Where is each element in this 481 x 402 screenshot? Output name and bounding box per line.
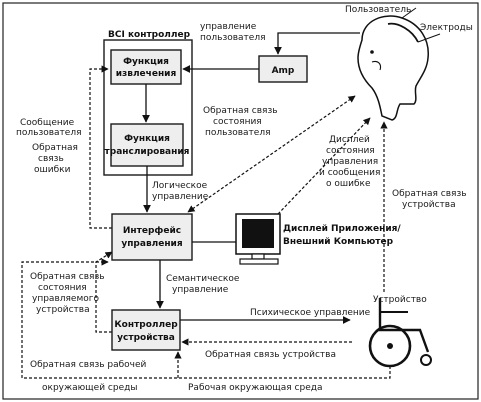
arrow-user-message: [89, 65, 112, 229]
device-label: Устройство: [373, 295, 427, 305]
user-state-fb-label-2: состояния: [213, 117, 262, 127]
arrow-managed-state-fb: [95, 251, 113, 333]
user-state-fb-label-3: пользователя: [205, 128, 271, 138]
interface-label-2: управления: [121, 239, 183, 249]
env-fb-label-2: окружающей среды: [42, 383, 137, 393]
logic-control-label-1: Логическое: [152, 181, 208, 191]
screen-label-2: Внешний Компьютер: [283, 237, 394, 247]
display-label-5: о ошибке: [326, 179, 371, 189]
display-label-2: состояния: [326, 146, 375, 156]
managed-state-fb-label-4: устройства: [36, 305, 90, 315]
translation-label-2: транслирования: [105, 147, 190, 157]
arrow-user-state-fb: [187, 95, 356, 213]
monitor-icon: [235, 213, 281, 265]
display-label-3: управления: [322, 157, 378, 167]
amp-box: [258, 55, 308, 83]
device-fb-right-label-1: Обратная связь: [392, 189, 467, 199]
semantic-control-label-2: управление: [172, 285, 229, 295]
error-fb-label-3: ошибки: [34, 165, 71, 175]
electrodes-label: Электроды: [420, 23, 473, 33]
user-label: Пользователь: [345, 5, 411, 15]
user-message-label-1: Сообщение: [20, 118, 75, 128]
device-controller-box: [111, 309, 181, 351]
error-fb-label-1: Обратная: [32, 143, 78, 153]
device-fb-bottom-label: Обратная связь устройства: [205, 350, 336, 360]
user-message-label-2: пользователя: [16, 128, 82, 138]
env-fb-label-1: Обратная связь рабочей: [30, 360, 147, 370]
env-label: Рабочая окружающая среда: [188, 383, 323, 393]
interface-box: [111, 213, 193, 261]
arrow-head-to-amp: [274, 32, 360, 55]
device-fb-right-label-2: устройства: [402, 200, 456, 210]
device-controller-label-2: устройства: [117, 333, 175, 343]
wheelchair-icon: [368, 298, 432, 368]
user-control-label-2: пользователя: [200, 33, 266, 43]
device-controller-label-1: Контроллер: [114, 320, 178, 330]
arrow-display-status: [277, 117, 371, 215]
managed-state-fb-label-2: состояния: [38, 283, 87, 293]
bci-controller-label: BCI контроллер: [108, 30, 191, 40]
screen-label-1: Дисплей Приложения/: [283, 224, 401, 234]
psychic-control-label: Психическое управление: [250, 308, 371, 318]
translation-box: [110, 123, 184, 167]
translation-label-1: Функция: [124, 134, 170, 144]
user-control-label-1: управление: [200, 22, 257, 32]
amp-label: Amp: [272, 66, 295, 76]
arrow-environment-fb: [21, 258, 391, 379]
logic-control-label-2: управление: [152, 192, 209, 202]
feature-extraction-label-1: Функция: [123, 57, 169, 67]
user-state-fb-label-1: Обратная связь: [203, 106, 278, 116]
managed-state-fb-label-3: управляемого: [32, 294, 99, 304]
display-label-4: и сообщения: [319, 168, 380, 178]
semantic-control-label-1: Семантическое: [166, 274, 240, 284]
error-fb-label-2: связь: [38, 154, 64, 164]
user-head-icon: [357, 7, 441, 121]
interface-label-1: Интерфейс: [123, 226, 181, 236]
managed-state-fb-label-1: Обратная связь: [30, 272, 105, 282]
feature-extraction-label-2: извлечения: [116, 69, 177, 79]
